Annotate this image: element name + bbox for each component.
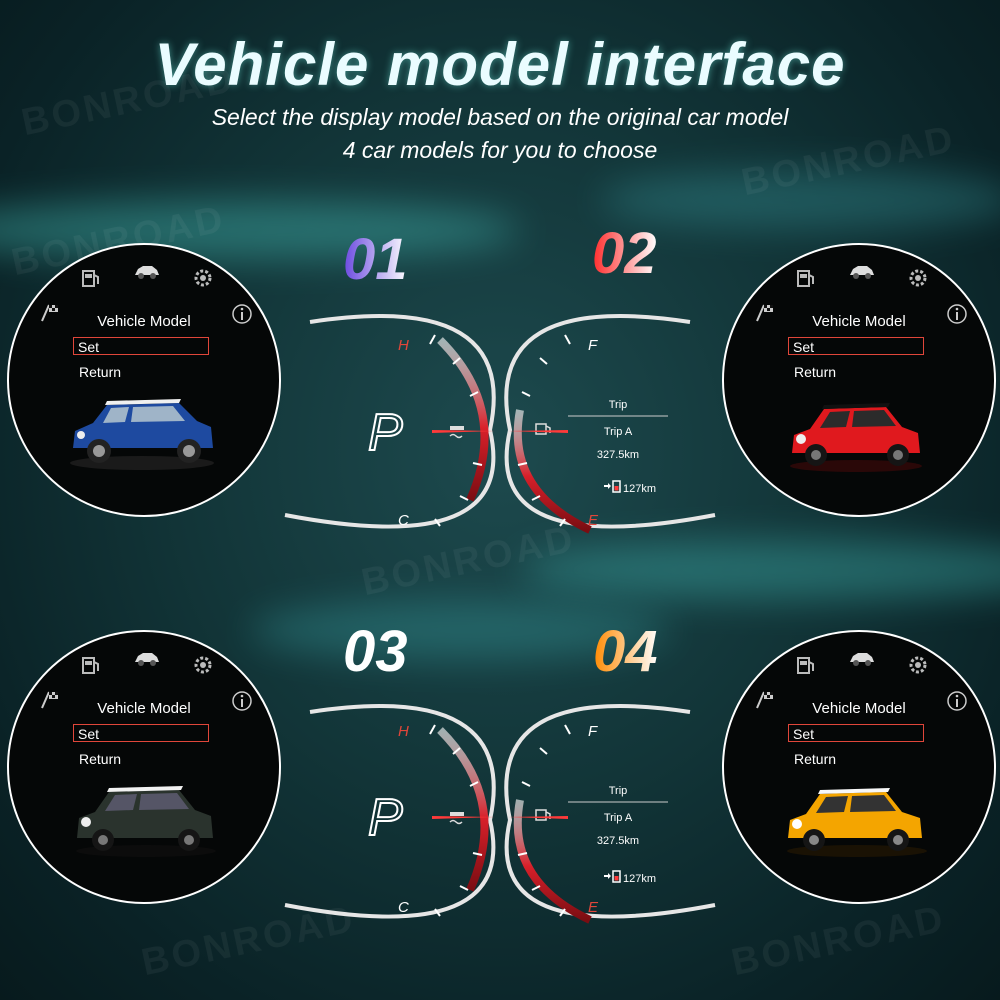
car-icon[interactable] (848, 260, 876, 282)
car-icon[interactable] (848, 647, 876, 669)
set-option[interactable]: Set (788, 337, 924, 355)
menu-title: Vehicle Model (97, 313, 191, 330)
range-fuel-icon (604, 870, 621, 883)
checkered-flag-icon[interactable] (754, 301, 776, 323)
fuel-pump-icon[interactable] (79, 267, 101, 289)
page-subtitle: Select the display model based on the or… (211, 104, 789, 130)
fuel-needle (508, 816, 568, 819)
fuel-empty-label: E (588, 899, 599, 916)
return-option[interactable]: Return (79, 751, 122, 767)
gear-indicator: P (368, 404, 403, 462)
fuel-arc (504, 314, 716, 529)
temp-cold-label: C (398, 899, 409, 916)
range-fuel-icon (604, 480, 621, 493)
trip-distance: 327.5km (597, 835, 639, 847)
page-title: Vehicle model interface (154, 31, 846, 98)
vehicle-model-menu-03: Vehicle Model Set Return (7, 630, 281, 904)
range-value: 127km (623, 483, 656, 495)
car-image-countryman (70, 399, 214, 470)
background-streak (520, 540, 1000, 600)
temp-arc (284, 704, 496, 919)
fuel-full-label: F (588, 337, 598, 354)
return-option[interactable]: Return (794, 364, 837, 380)
car-image-hatch-red (790, 403, 922, 472)
car-icon[interactable] (133, 647, 161, 669)
menu-title: Vehicle Model (812, 313, 906, 330)
model-number-02: 02 (592, 221, 657, 286)
fuel-red-zone (513, 799, 592, 924)
trip-heading: Trip (609, 785, 628, 797)
dashboard-gauge-pair-top: H C P F E Trip Trip A 327.5km 127km (284, 314, 716, 534)
coolant-temp-icon (449, 812, 464, 825)
car-icon[interactable] (133, 260, 161, 282)
checkered-flag-icon[interactable] (39, 301, 61, 323)
fuel-icon (535, 809, 551, 821)
trip-distance: 327.5km (597, 449, 639, 461)
return-option[interactable]: Return (79, 364, 122, 380)
set-option[interactable]: Set (73, 337, 209, 355)
fuel-pump-icon[interactable] (794, 654, 816, 676)
checkered-flag-icon[interactable] (754, 688, 776, 710)
fuel-red-zone (513, 409, 592, 534)
vehicle-model-menu-01: Vehicle Model Set Return (7, 243, 281, 517)
vehicle-model-menu-04: Vehicle Model Set Return (722, 630, 996, 904)
temp-red-zone (437, 337, 489, 502)
info-icon[interactable] (231, 690, 253, 712)
set-option[interactable]: Set (788, 724, 924, 742)
car-image-hatch-green (76, 786, 216, 857)
temp-hot-label: H (398, 723, 409, 740)
info-icon[interactable] (946, 303, 968, 325)
model-number-01: 01 (343, 227, 408, 292)
temp-arc (284, 314, 496, 529)
background-streak (250, 600, 670, 660)
range-value: 127km (623, 873, 656, 885)
trip-name: Trip A (604, 426, 633, 438)
fuel-arc (504, 704, 716, 919)
menu-title: Vehicle Model (812, 700, 906, 717)
fuel-icon (535, 423, 551, 435)
temp-needle (432, 816, 495, 819)
temp-hot-label: H (398, 337, 409, 354)
page-subtitle: 4 car models for you to choose (342, 137, 658, 163)
temp-cold-label: C (398, 512, 409, 529)
info-icon[interactable] (946, 690, 968, 712)
coolant-temp-icon (449, 426, 464, 439)
gear-icon[interactable] (192, 654, 214, 676)
fuel-empty-label: E (588, 512, 599, 529)
set-option[interactable]: Set (73, 724, 209, 742)
background-streak (0, 200, 520, 260)
gear-icon[interactable] (907, 654, 929, 676)
car-image-hatch-yellow (787, 788, 927, 857)
gear-icon[interactable] (907, 267, 929, 289)
temp-red-zone (437, 727, 489, 892)
gear-indicator: P (368, 789, 403, 847)
fuel-full-label: F (588, 723, 598, 740)
fuel-needle (508, 430, 568, 433)
vehicle-model-menu-02: Vehicle Model Set Return (722, 243, 996, 517)
trip-name: Trip A (604, 812, 633, 824)
return-option[interactable]: Return (794, 751, 837, 767)
watermark: BONROAD (727, 897, 950, 985)
trip-heading: Trip (609, 399, 628, 411)
fuel-pump-icon[interactable] (79, 654, 101, 676)
model-number-03: 03 (343, 619, 408, 684)
dashboard-gauge-pair-bottom: H C P F E Trip Trip A 327.5km 127km (284, 704, 716, 924)
background-streak (600, 170, 1000, 230)
info-icon[interactable] (231, 303, 253, 325)
gear-icon[interactable] (192, 267, 214, 289)
fuel-pump-icon[interactable] (794, 267, 816, 289)
model-number-04: 04 (593, 619, 658, 684)
temp-needle (432, 430, 495, 433)
menu-title: Vehicle Model (97, 700, 191, 717)
checkered-flag-icon[interactable] (39, 688, 61, 710)
